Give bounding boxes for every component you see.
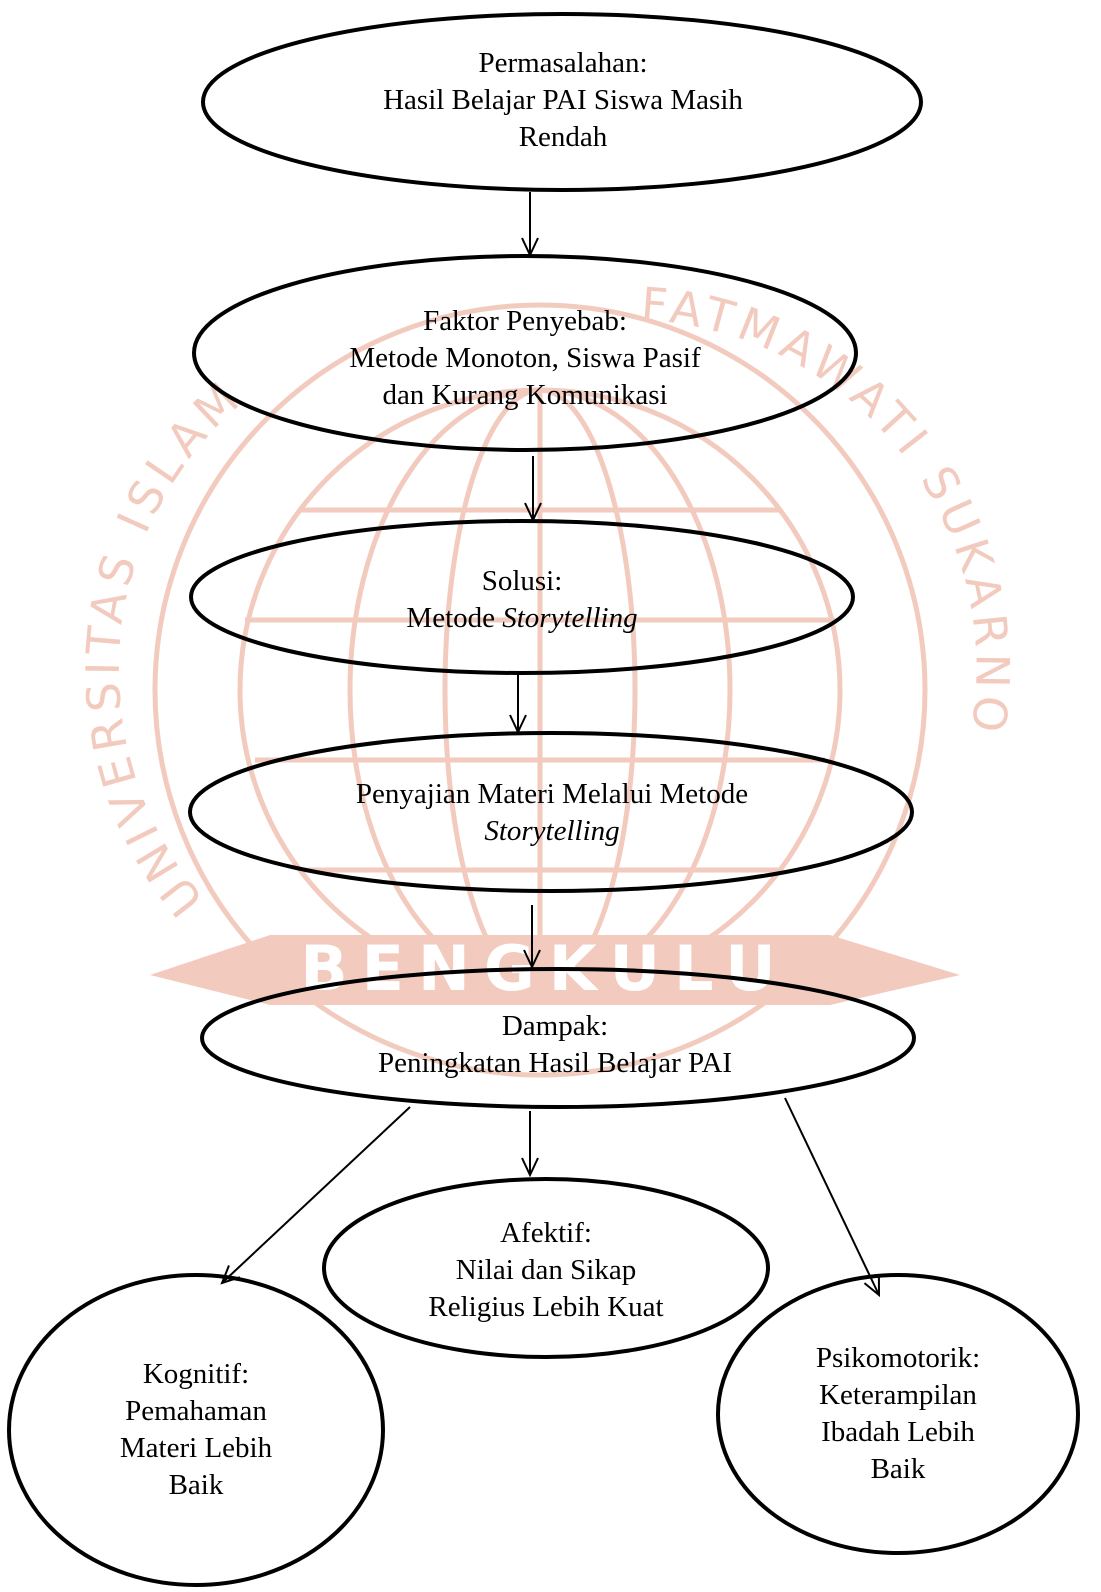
node-kognitif-text: Kognitif: Pemahaman Materi Lebih Baik [120, 1356, 272, 1504]
ellipse-permasalahan [201, 12, 923, 192]
node-dampak-title: Dampak: [501, 1010, 609, 1042]
node-solusi: Solusi: Metode Storytelling [272, 560, 772, 640]
arrow-dampak-to-kognitif [222, 1106, 411, 1283]
node-faktor-title: Faktor Penyebab: [423, 304, 627, 337]
node-faktor-line2: Metode Monoton, Siswa Pasif [349, 341, 701, 374]
node-penyajian-line2: Storytelling [484, 815, 620, 847]
node-faktor-penyebab-text: Faktor Penyebab: Metode Monoton, Siswa P… [349, 303, 700, 414]
watermark-arc-text-left: UNIVERSITAS ISLAM [76, 368, 254, 927]
ellipse-solusi [189, 519, 855, 675]
arrow-dampak-to-psikomotorik [784, 1097, 879, 1295]
node-faktor-penyebab: Faktor Penyebab: Metode Monoton, Siswa P… [265, 293, 785, 423]
node-dampak-line2: Peningkatan Hasil Belajar PAI [377, 1047, 733, 1079]
node-psikomotorik: Psikomotorik: Keterampilan Ibadah Lebih … [778, 1334, 1018, 1494]
node-penyajian-text: Penyajian Materi Melalui Metode Storytel… [356, 776, 748, 850]
node-dampak-text: Dampak: Peningkatan Hasil Belajar PAI [378, 1008, 732, 1082]
node-solusi-line2-italic: Storytelling [502, 602, 638, 634]
node-kognitif-line2: Pemahaman [125, 1395, 267, 1427]
node-permasalahan-title: Permasalahan: [478, 46, 648, 79]
node-kognitif-line3: Materi Lebih [119, 1432, 273, 1464]
node-kognitif: Kognitif: Pemahaman Materi Lebih Baik [76, 1350, 316, 1510]
node-solusi-text: Solusi: Metode Storytelling [406, 563, 637, 637]
node-penyajian: Penyajian Materi Melalui Metode Storytel… [302, 773, 802, 853]
node-afektif-line2: Nilai dan Sikap [455, 1253, 637, 1286]
node-permasalahan-line3: Rendah [518, 120, 608, 153]
node-psikomotorik-line2: Keterampilan [819, 1379, 977, 1411]
ellipse-penyajian [188, 731, 914, 893]
node-permasalahan: Permasalahan: Hasil Belajar PAI Siswa Ma… [283, 35, 843, 165]
node-kognitif-title: Kognitif: [142, 1358, 250, 1390]
node-dampak: Dampak: Peningkatan Hasil Belajar PAI [305, 1005, 805, 1085]
node-psikomotorik-line3: Ibadah Lebih [821, 1416, 975, 1448]
ellipse-psikomotorik [716, 1273, 1080, 1555]
node-afektif: Afektif: Nilai dan Sikap Religius Lebih … [396, 1210, 696, 1330]
ellipse-kognitif [7, 1273, 385, 1587]
node-solusi-title: Solusi: [481, 565, 563, 597]
node-kognitif-line4: Baik [168, 1469, 224, 1501]
node-psikomotorik-text: Psikomotorik: Keterampilan Ibadah Lebih … [816, 1340, 980, 1488]
node-afektif-title: Afektif: [500, 1216, 592, 1249]
node-permasalahan-line2: Hasil Belajar PAI Siswa Masih [383, 83, 743, 116]
ellipse-dampak [200, 967, 916, 1109]
node-solusi-line2-prefix: Metode [406, 602, 503, 634]
node-penyajian-line1: Penyajian Materi Melalui Metode [355, 778, 749, 810]
node-afektif-text: Afektif: Nilai dan Sikap Religius Lebih … [428, 1215, 663, 1326]
node-psikomotorik-line4: Baik [870, 1453, 926, 1485]
ellipse-afektif [322, 1177, 770, 1359]
node-solusi-line2: Metode Storytelling [406, 600, 637, 637]
node-permasalahan-text: Permasalahan: Hasil Belajar PAI Siswa Ma… [383, 45, 743, 156]
watermark-outer-ring [152, 302, 928, 1078]
node-afektif-line3: Religius Lebih Kuat [428, 1290, 664, 1323]
node-psikomotorik-title: Psikomotorik: [815, 1342, 981, 1374]
node-faktor-line3: dan Kurang Komunikasi [382, 378, 668, 411]
